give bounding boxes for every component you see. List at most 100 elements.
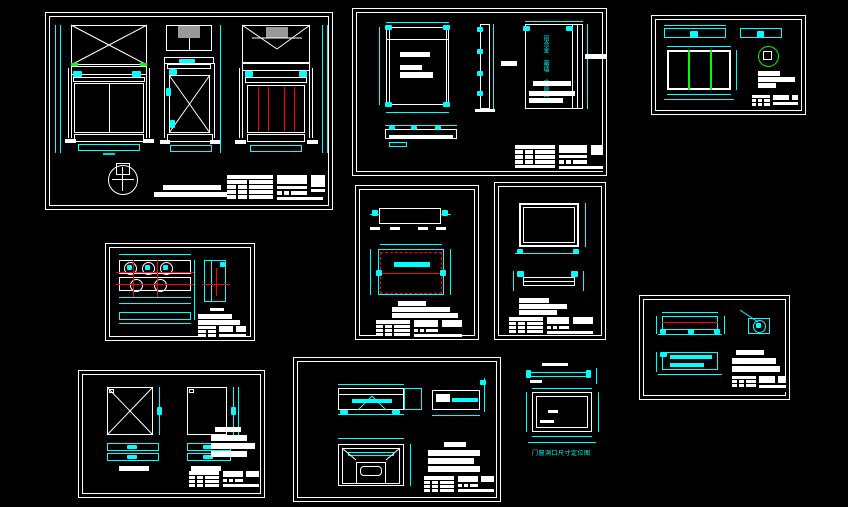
canopy-inner-line-s8 <box>338 394 404 395</box>
title-cell-r3a <box>227 185 236 189</box>
note-s7-3 <box>211 443 255 449</box>
bolt-circle-s4-2[interactable] <box>142 262 155 275</box>
dim-front-s8 <box>338 438 404 439</box>
mullion-green-s3-2 <box>710 50 712 90</box>
title-block[interactable] <box>732 376 786 392</box>
sheet-section-red[interactable] <box>355 185 479 340</box>
hinge-mark-s7-1 <box>109 389 114 393</box>
anchor-node-s2-3 <box>477 71 483 76</box>
note-s5-2 <box>418 227 428 230</box>
sill-c <box>247 134 305 142</box>
sheet-plan-detail[interactable] <box>651 15 806 115</box>
anchor-node-s2-1 <box>477 27 483 32</box>
sheet-node-detail[interactable] <box>105 243 255 341</box>
canopy-front-s8 <box>338 444 404 486</box>
sheet-rail-detail[interactable] <box>639 295 790 400</box>
title-cell-r3c <box>249 185 273 189</box>
bearing-marker-a-left <box>71 63 78 66</box>
section-line-c2 <box>268 87 269 131</box>
title-block[interactable] <box>189 471 259 491</box>
section-line-c3 <box>284 87 285 131</box>
sheet-elevation-assembly[interactable] <box>45 12 333 210</box>
note-s7-1 <box>215 427 241 432</box>
title-block[interactable] <box>376 320 462 338</box>
title-block[interactable] <box>515 145 603 171</box>
detail10-dim-top <box>532 388 592 389</box>
glass-panel-c <box>247 85 305 133</box>
detail10-frame-outer <box>532 392 592 432</box>
section-boundary-cyan-s5 <box>378 249 444 295</box>
title-cell-r5c <box>249 195 273 199</box>
title-cell-r4c <box>249 190 273 194</box>
sheet-canopy-detail[interactable] <box>293 357 501 502</box>
dim-top-s4 <box>119 254 191 255</box>
connector-node-a1 <box>73 71 82 77</box>
door-leaf-s7b <box>187 387 227 435</box>
vertical-note-text: 铝合金 幕墙 立面图 <box>542 35 549 97</box>
corner-bolt-icon-s9[interactable] <box>753 320 766 333</box>
bolt-circle-s4-3[interactable] <box>160 262 173 275</box>
plan-node-s3 <box>690 31 698 38</box>
bolt-circle-s4-5[interactable] <box>154 279 167 292</box>
side-section-axis-s4 <box>216 268 217 296</box>
anchor-node-s5-1 <box>372 210 378 216</box>
panel-outer-s6 <box>519 203 579 247</box>
window-frame-s3 <box>667 50 731 90</box>
dim-plan-s2 <box>385 125 457 126</box>
title-block[interactable] <box>752 95 798 109</box>
section-node-s5-1 <box>376 270 382 276</box>
note-s3-1 <box>758 71 780 76</box>
section-cut-line-s5 <box>380 273 442 274</box>
dimension-chain-right-outer <box>327 25 328 153</box>
section-cut-s4-1 <box>116 272 196 273</box>
panel-row-1-s4 <box>119 260 191 274</box>
sheet-panel-frame[interactable] <box>494 182 606 340</box>
title-block[interactable] <box>198 326 246 338</box>
note-line-s2-3 <box>400 72 433 78</box>
bolt-center-s4-2 <box>145 265 150 270</box>
sheet-frame-section[interactable]: 铝合金 幕墙 立面图 <box>352 8 607 176</box>
title-cell-sub2 <box>277 191 282 195</box>
section-line-c4 <box>294 87 295 131</box>
dim-front-right-s8 <box>410 444 411 486</box>
dim-right-s5 <box>450 249 451 295</box>
elevation-outline-s2 <box>386 27 449 105</box>
detail10-frame-inner <box>536 396 588 428</box>
title-cell-r3b <box>238 185 247 189</box>
side-view-s8 <box>432 390 480 410</box>
dim-top-s2r <box>525 21 583 22</box>
canopy-fill-s8 <box>352 399 392 403</box>
sheet-door-elevation[interactable] <box>78 370 265 498</box>
bolt-circle-s4-4[interactable] <box>130 279 143 292</box>
annotation-line-2 <box>154 192 236 197</box>
detail-circle-icon-s3[interactable] <box>758 46 779 67</box>
bracket-b2 <box>170 120 175 128</box>
transom-b <box>167 64 211 69</box>
rail-node-s9-2 <box>688 329 694 334</box>
detail10-dim-left <box>526 392 527 432</box>
note-s4-1 <box>210 308 224 311</box>
sill-a <box>74 134 144 142</box>
side-fill-s8 <box>452 398 478 402</box>
plan-dim-box-s2 <box>389 142 407 147</box>
dim-right-s6 <box>585 203 586 247</box>
lintel-section-s5 <box>379 208 441 224</box>
title-block[interactable] <box>509 317 593 335</box>
title-block[interactable] <box>424 476 494 496</box>
leader-label-s2r <box>585 54 607 59</box>
corner-node-s2-bl <box>385 102 392 107</box>
transom-a <box>73 77 145 82</box>
section-axis-s4-1 <box>133 260 134 298</box>
base-plate-c-left <box>235 140 246 144</box>
mullion-a-center <box>109 83 110 133</box>
rail-node-s9-1 <box>660 329 666 334</box>
dim-side-s8 <box>484 378 485 412</box>
section-node-s6-2 <box>571 271 578 277</box>
title-block[interactable] <box>227 175 325 205</box>
bolt-circle-s4-1[interactable] <box>124 262 137 275</box>
detail-opening-frame[interactable]: 门窗洞口尺寸定位图 <box>518 358 623 470</box>
note-s3-2 <box>758 77 790 82</box>
section-post-s2r-2 <box>577 24 578 109</box>
detail-bubble-circle-icon[interactable] <box>108 165 138 195</box>
